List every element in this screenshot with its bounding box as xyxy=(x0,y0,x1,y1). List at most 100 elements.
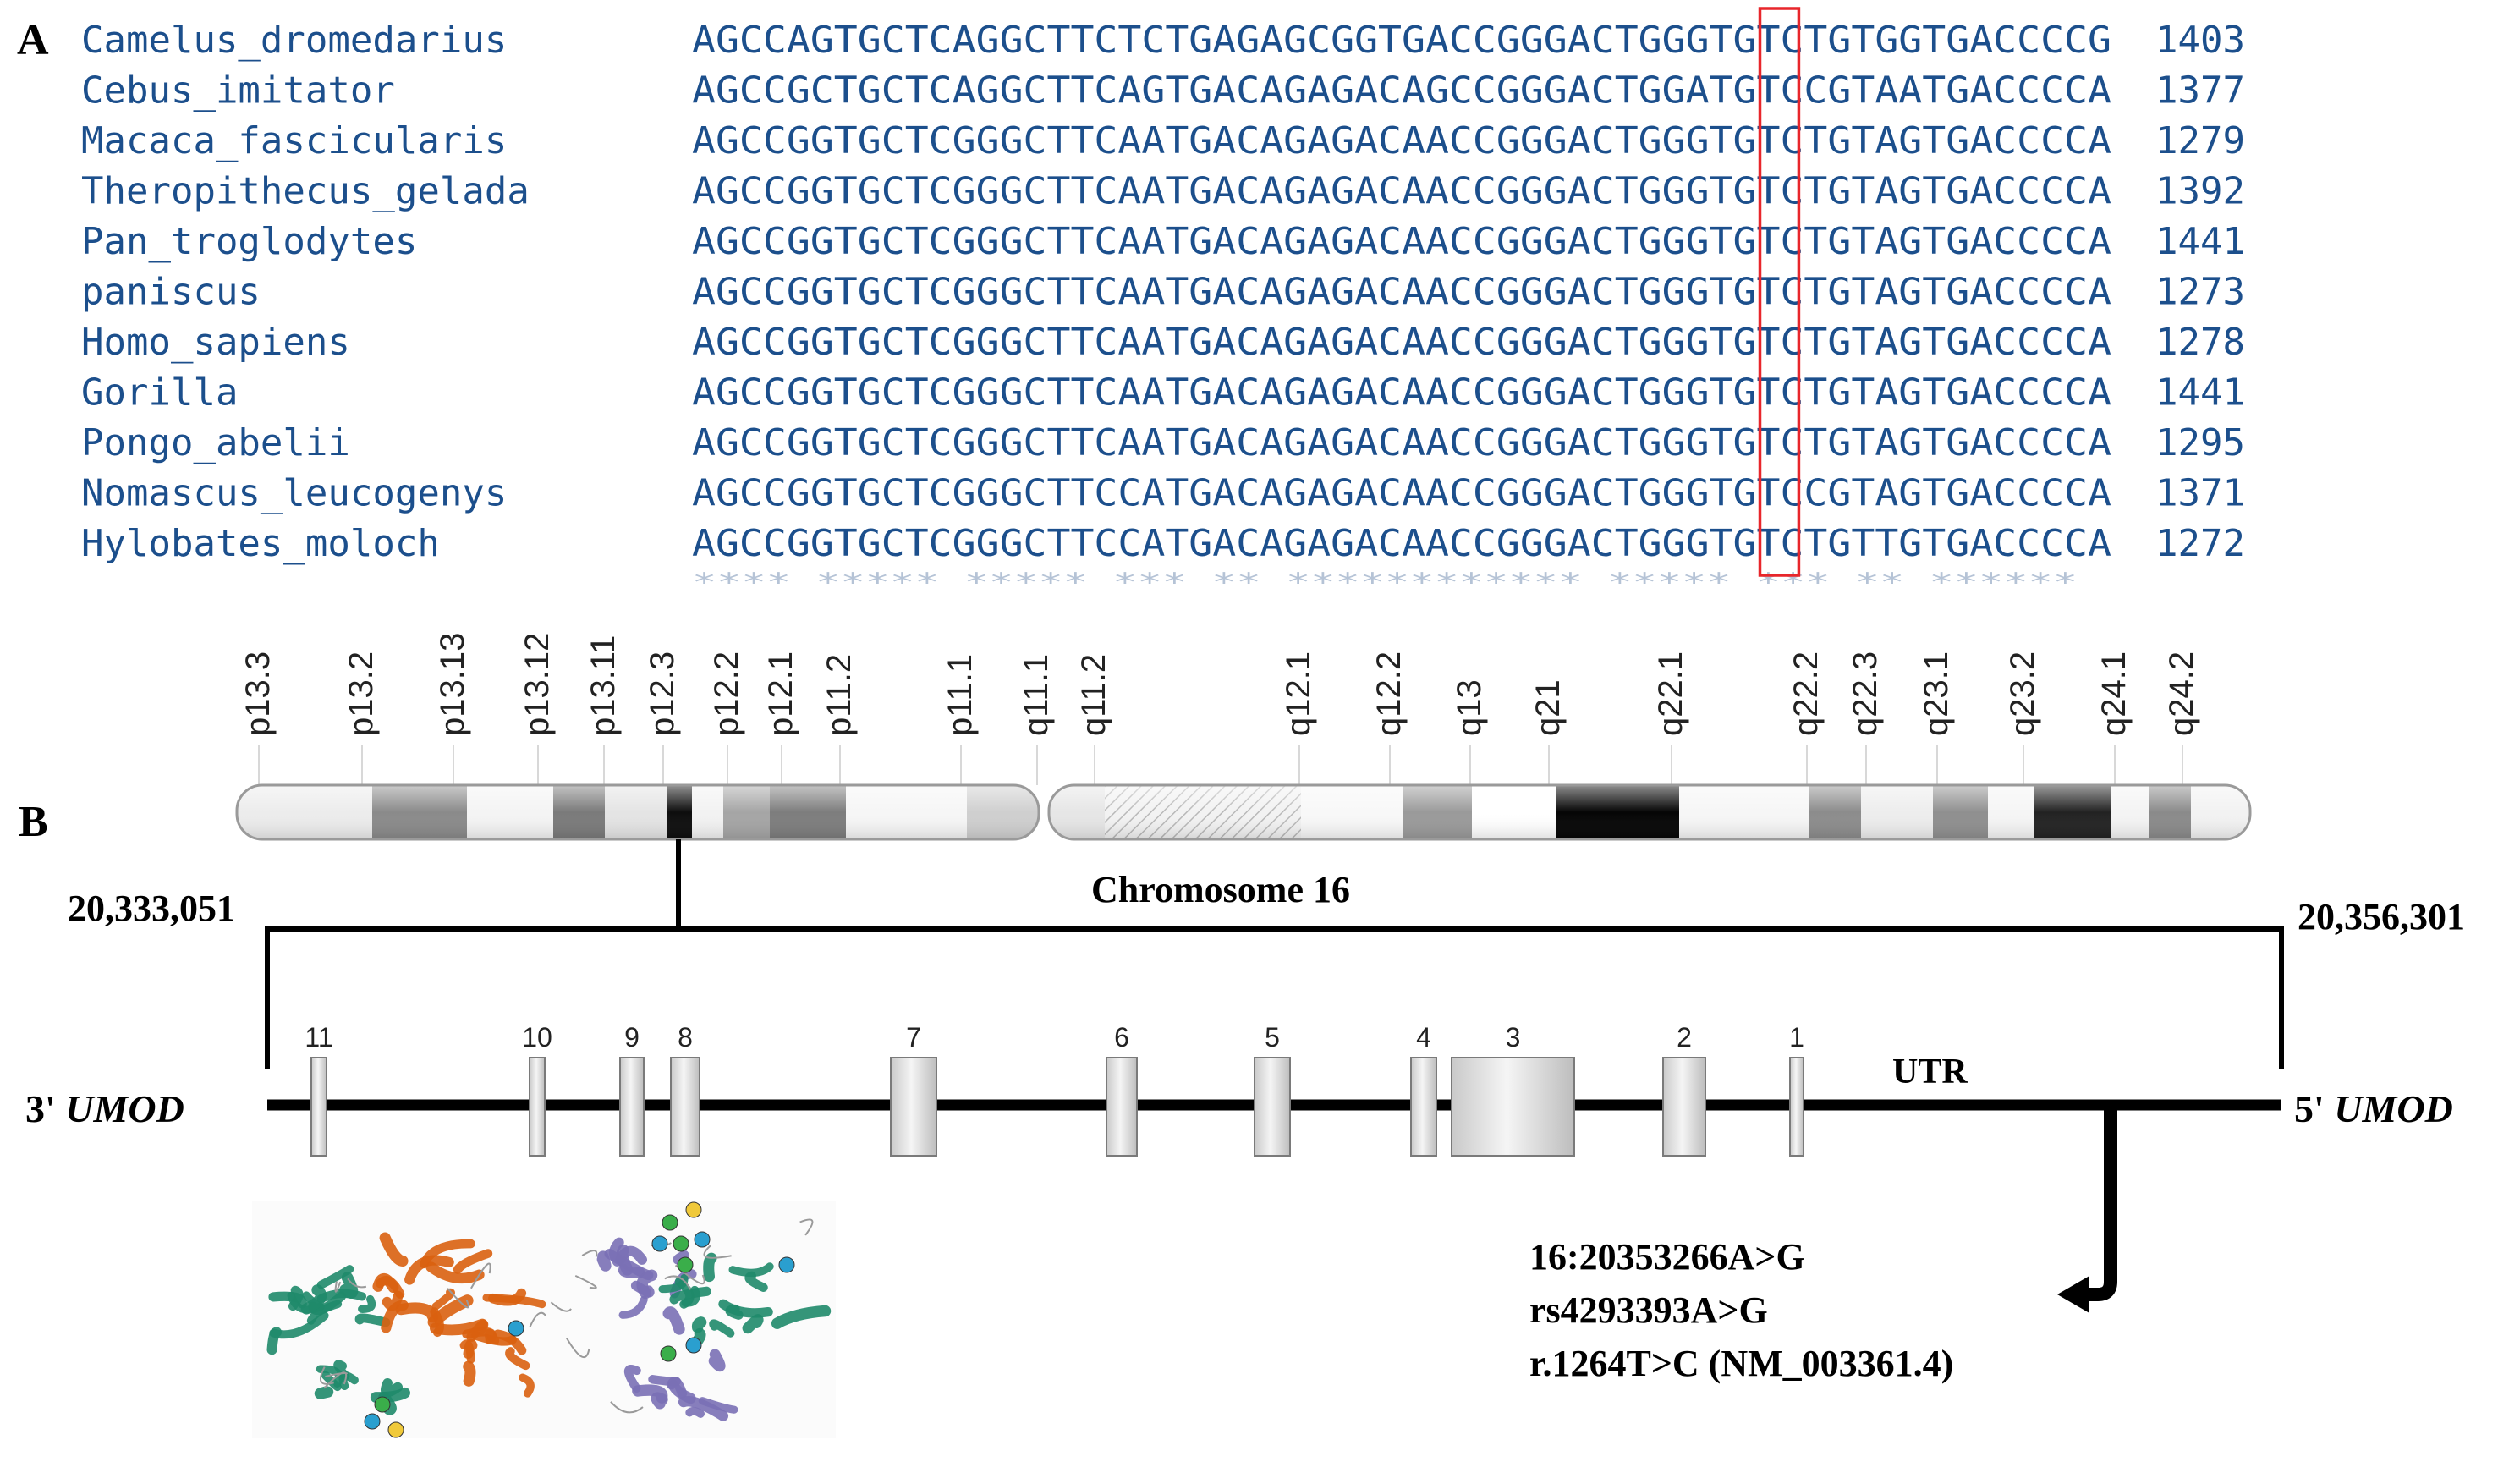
beta-strand xyxy=(718,1299,773,1318)
sequence: AGCCGGTGCTCGGGCTTCAATGACAGAGACAACCGGGACT… xyxy=(692,321,2111,364)
exon-number: 2 xyxy=(1677,1022,1692,1053)
beta-strand xyxy=(648,1375,681,1387)
glycan-sphere xyxy=(374,1396,391,1413)
loop xyxy=(581,1250,598,1257)
variant-transcript: r.1264T>C (NM_003361.4) xyxy=(1529,1343,1953,1384)
sequence: AGCCGGTGCTCGGGCTTCAATGACAGAGACAACCGGGACT… xyxy=(692,220,2111,263)
loop xyxy=(325,1372,349,1377)
band-label: q13 xyxy=(1451,679,1488,736)
sequence-position: 1392 xyxy=(2155,170,2245,213)
exon-2 xyxy=(1662,1057,1706,1157)
glycan-sphere xyxy=(685,1201,702,1218)
species-name: Pan_troglodytes xyxy=(81,220,417,263)
beta-strand xyxy=(662,1306,685,1335)
band-label: p13.3 xyxy=(239,651,277,736)
glycan-sphere xyxy=(387,1421,404,1438)
exon-4 xyxy=(1410,1057,1437,1157)
sequence: AGCCGCTGCTCAGGCTTCAGTGACAGAGACAGCCGGGACT… xyxy=(692,69,2111,113)
beta-strand xyxy=(453,1249,493,1274)
loop xyxy=(703,1245,732,1259)
exon-6 xyxy=(1106,1057,1138,1157)
alignment-row: Camelus_dromedarius AGCCAGTGCTCAGGCTTCTCT… xyxy=(81,19,2245,62)
exon-7 xyxy=(890,1057,937,1157)
sequence-position: 1295 xyxy=(2155,421,2245,464)
exon-1 xyxy=(1789,1057,1804,1157)
band-label: p13.13 xyxy=(434,633,471,736)
band-label: p13.12 xyxy=(519,633,556,736)
loop xyxy=(664,1275,692,1290)
sequence: AGCCGGTGCTCGGGCTTCAATGACAGAGACAACCGGGACT… xyxy=(692,371,2111,415)
sequence-position: 1272 xyxy=(2155,522,2245,565)
variant-rsid: rs4293393A>G xyxy=(1529,1289,1768,1331)
glycan-sphere xyxy=(694,1231,711,1248)
band-label: q23.1 xyxy=(1918,651,1955,736)
loop xyxy=(529,1311,546,1327)
species-name: Nomascus_leucogenys xyxy=(81,472,507,515)
beta-strand xyxy=(623,1365,641,1393)
beta-strand xyxy=(678,1396,729,1421)
beta-strand xyxy=(463,1338,478,1360)
beta-strand xyxy=(618,1295,648,1319)
beta-strand xyxy=(651,1392,668,1410)
structure-background xyxy=(252,1201,836,1438)
band-label: q24.1 xyxy=(2095,651,2133,736)
alignment-row: Pan_troglodytes AGCCGGTGCTCGGGCTTCAATGACA… xyxy=(81,220,2245,263)
glycan-sphere xyxy=(651,1235,668,1252)
band-label: q24.2 xyxy=(2163,651,2200,736)
utr-label: UTR xyxy=(1892,1053,1968,1091)
loop xyxy=(799,1218,814,1236)
beta-strand xyxy=(709,1319,735,1338)
variant-highlight-box xyxy=(1758,7,1801,577)
band-label: q22.3 xyxy=(1847,651,1884,736)
glycan-sphere xyxy=(660,1345,677,1362)
beta-strand xyxy=(379,1232,409,1267)
band-label: q11.1 xyxy=(1018,654,1055,736)
exon-5 xyxy=(1254,1057,1291,1157)
exon-number: 9 xyxy=(624,1022,640,1053)
exon-9 xyxy=(619,1057,645,1157)
loop xyxy=(334,1281,342,1293)
beta-strand xyxy=(358,1294,376,1313)
glycan-sphere xyxy=(677,1256,694,1273)
exon-3 xyxy=(1451,1057,1575,1157)
beta-strand xyxy=(463,1360,476,1387)
beta-strand xyxy=(505,1347,530,1371)
band-label: p12.3 xyxy=(644,651,681,736)
beta-strand xyxy=(742,1314,764,1334)
glycan-sphere xyxy=(508,1320,524,1337)
beta-strand xyxy=(314,1386,334,1399)
species-name: Gorilla xyxy=(81,371,238,415)
band-label: q22.1 xyxy=(1652,651,1689,736)
beta-strand xyxy=(596,1250,612,1272)
beta-strand xyxy=(725,1304,744,1320)
sequence: AGCCAGTGCTCAGGCTTCTCTGAGAGCGGTGACCGGGACT… xyxy=(692,19,2111,62)
band-label: q12.1 xyxy=(1280,651,1317,736)
exon-number: 11 xyxy=(305,1022,332,1053)
band-label: q12.2 xyxy=(1370,651,1408,736)
loop xyxy=(319,1366,334,1385)
glycan-sphere xyxy=(673,1235,689,1252)
chromosome-ideogram xyxy=(235,783,2252,841)
loop xyxy=(565,1337,590,1359)
species-name: Cebus_imitator xyxy=(81,69,395,113)
beta-strand xyxy=(381,1300,409,1333)
sequence-position: 1279 xyxy=(2155,119,2245,162)
exon-11 xyxy=(310,1057,327,1157)
band-label: p11.1 xyxy=(942,654,979,736)
beta-strand xyxy=(771,1305,832,1329)
band-label: q23.2 xyxy=(2004,651,2041,736)
beta-strand xyxy=(354,1313,391,1327)
exon-number: 8 xyxy=(678,1022,693,1053)
locus-connector xyxy=(265,839,2284,1069)
sequence: AGCCGGTGCTCGGGCTTCAATGACAGAGACAACCGGGACT… xyxy=(692,271,2111,314)
variant-genomic: 16:20353266A>G xyxy=(1529,1236,1805,1278)
species-name: Camelus_dromedarius xyxy=(81,19,507,62)
sequence-position: 1441 xyxy=(2155,220,2245,263)
sequence: AGCCGGTGCTCGGGCTTCAATGACAGAGACAACCGGGACT… xyxy=(692,421,2111,464)
sequence-position: 1377 xyxy=(2155,69,2245,113)
glycan-sphere xyxy=(662,1214,678,1231)
